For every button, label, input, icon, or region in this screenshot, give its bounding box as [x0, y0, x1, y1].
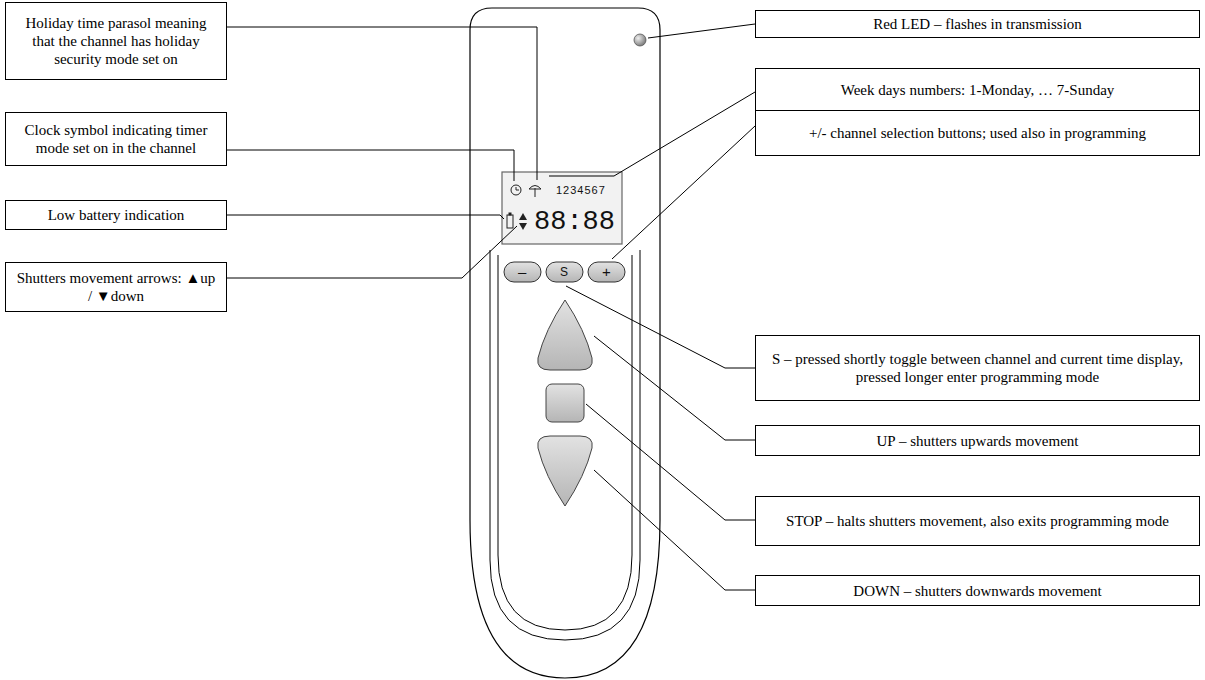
leader-line	[227, 226, 517, 278]
callout-text: Clock symbol indicating timer mode set o…	[14, 121, 218, 157]
leader-line	[614, 92, 755, 176]
leader-lines	[227, 24, 755, 590]
grip-groove	[490, 250, 640, 640]
callout-text: Shutters movement arrows: ▲up / ▼down	[14, 269, 218, 305]
callout-text: STOP – halts shutters movement, also exi…	[786, 512, 1169, 530]
callout-text: S – pressed shortly toggle between chann…	[764, 350, 1191, 386]
leader-line	[648, 24, 755, 38]
callout-box: S – pressed shortly toggle between chann…	[755, 335, 1200, 401]
weekday-numbers: 1234567	[556, 185, 606, 196]
callout-text: Holiday time parasol meaning that the ch…	[14, 14, 218, 68]
leader-line	[566, 286, 755, 368]
battery-symbol	[507, 213, 513, 228]
grip-groove	[498, 255, 632, 630]
leader-line	[227, 27, 537, 180]
up-arrow-symbol	[519, 213, 527, 220]
callout-text: DOWN – shutters downwards movement	[853, 582, 1101, 600]
callout-text: UP – shutters upwards movement	[877, 432, 1079, 450]
callout-box: UP – shutters upwards movement	[755, 425, 1200, 456]
minus-button	[504, 262, 541, 282]
parasol-symbol	[529, 186, 541, 198]
leader-line	[586, 404, 755, 520]
red-led	[634, 34, 646, 46]
leader-line	[227, 215, 504, 219]
down-button	[538, 436, 593, 506]
s-button	[546, 262, 583, 282]
callout-text: Red LED – flashes in transmission	[873, 15, 1082, 33]
stop-button	[546, 384, 584, 422]
up-button	[538, 300, 593, 370]
callout-box: Clock symbol indicating timer mode set o…	[5, 112, 227, 166]
callout-box: Holiday time parasol meaning that the ch…	[5, 2, 227, 80]
button-label: S	[560, 266, 568, 278]
weekday-bracket	[549, 176, 614, 177]
callout-text: Low battery indication	[48, 206, 185, 224]
lcd-digits: 88:88	[534, 209, 615, 236]
leader-line	[612, 126, 755, 259]
button-label: +	[602, 264, 611, 279]
lcd-display	[502, 172, 622, 244]
leader-line	[227, 150, 514, 181]
callout-box: DOWN – shutters downwards movement	[755, 575, 1200, 606]
callout-box: +/- channel selection buttons; used also…	[755, 110, 1200, 156]
clock-symbol	[511, 185, 521, 195]
down-arrow-symbol	[519, 223, 527, 230]
leader-line	[594, 470, 755, 590]
callout-box: STOP – halts shutters movement, also exi…	[755, 496, 1200, 546]
callout-box: Low battery indication	[5, 200, 227, 230]
callout-text: Week days numbers: 1-Monday, … 7-Sunday	[841, 81, 1115, 99]
remote-body	[470, 8, 660, 678]
callout-box: Red LED – flashes in transmission	[755, 10, 1200, 38]
callout-box: Week days numbers: 1-Monday, … 7-Sunday	[755, 68, 1200, 111]
callout-text: +/- channel selection buttons; used also…	[809, 124, 1146, 142]
plus-button	[588, 262, 625, 282]
button-label: –	[518, 264, 526, 279]
leader-line	[594, 336, 755, 440]
callout-box: Shutters movement arrows: ▲up / ▼down	[5, 262, 227, 312]
